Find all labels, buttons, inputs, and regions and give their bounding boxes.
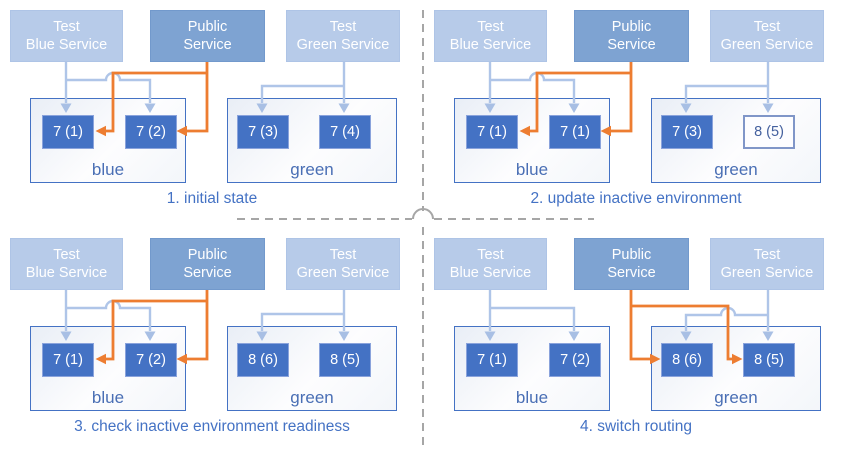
test-green-service-box: Test Green Service — [710, 238, 824, 290]
environment-label: blue — [515, 388, 549, 407]
pod-box: 7 (1) — [549, 115, 601, 149]
pod-box: 8 (5) — [319, 343, 371, 377]
pod-label: 7 (4) — [330, 124, 360, 140]
pod-label: 8 (5) — [754, 124, 784, 140]
public-service-box: Public Service — [150, 238, 265, 290]
panel-check-inactive-environment-readiness: Test Blue Service Public Service Test Gr… — [0, 228, 424, 456]
green-environment-box: 7 (3) 7 (4) green — [227, 98, 397, 183]
public-service-box: Public Service — [150, 10, 265, 62]
pod-box: 8 (6) — [237, 343, 289, 377]
test-blue-service-box: Test Blue Service — [10, 10, 123, 62]
public-route-line — [187, 290, 209, 361]
green-environment-box: 7 (3) 8 (5) green — [651, 98, 821, 183]
public-route-line — [187, 62, 209, 133]
pod-label: 7 (1) — [477, 124, 507, 140]
panel-caption: 4. switch routing — [580, 418, 692, 435]
pod-label: 7 (1) — [560, 124, 590, 140]
pod-box: 7 (1) — [466, 115, 518, 149]
blue-environment-box: 7 (1) 7 (2) blue — [454, 326, 610, 411]
pod-label: 8 (6) — [248, 352, 278, 368]
test-green-service-label: Test Green Service — [720, 19, 814, 53]
green-environment-box: 8 (6) 8 (5) green — [651, 326, 821, 411]
pod-box: 8 (5) — [743, 343, 795, 377]
pod-box: 7 (3) — [661, 115, 713, 149]
panel-caption: 3. check inactive environment readiness — [74, 418, 350, 435]
environment-label: green — [290, 388, 334, 407]
test-blue-service-label: Test Blue Service — [25, 247, 108, 281]
environment-label: green — [290, 160, 334, 179]
public-service-label: Public Service — [183, 247, 232, 281]
test-green-service-box: Test Green Service — [710, 10, 824, 62]
pod-label: 7 (2) — [560, 352, 590, 368]
pod-box: 8 (6) — [661, 343, 713, 377]
pod-label: 7 (1) — [477, 352, 507, 368]
green-environment-box: 8 (6) 8 (5) green — [227, 326, 397, 411]
test-blue-service-box: Test Blue Service — [434, 238, 547, 290]
environment-label: green — [714, 160, 758, 179]
public-service-label: Public Service — [183, 19, 232, 53]
environment-label: blue — [91, 160, 125, 179]
pod-label: 7 (2) — [136, 124, 166, 140]
test-green-service-box: Test Green Service — [286, 238, 400, 290]
public-route-line — [611, 62, 633, 133]
environment-label: green — [714, 388, 758, 407]
pod-box: 7 (2) — [125, 343, 177, 377]
blue-environment-box: 7 (1) 7 (2) blue — [30, 326, 186, 411]
pod-label: 7 (1) — [53, 352, 83, 368]
public-service-label: Public Service — [607, 19, 656, 53]
pod-label: 7 (1) — [53, 124, 83, 140]
pod-box: 7 (2) — [549, 343, 601, 377]
panel-caption: 2. update inactive environment — [530, 190, 742, 207]
pod-label: 8 (5) — [330, 352, 360, 368]
pod-label: 8 (5) — [754, 352, 784, 368]
test-green-service-label: Test Green Service — [720, 247, 814, 281]
panel-initial-state: Test Blue Service Public Service Test Gr… — [0, 0, 424, 228]
pod-box: 7 (4) — [319, 115, 371, 149]
test-blue-service-box: Test Blue Service — [10, 238, 123, 290]
environment-label: blue — [91, 388, 125, 407]
blue-environment-box: 7 (1) 7 (1) blue — [454, 98, 610, 183]
test-green-service-box: Test Green Service — [286, 10, 400, 62]
panel-switch-routing: Test Blue Service Public Service Test Gr… — [424, 228, 848, 456]
panel-update-inactive-environment: Test Blue Service Public Service Test Gr… — [424, 0, 848, 228]
pod-label: 7 (3) — [672, 124, 702, 140]
test-blue-service-label: Test Blue Service — [449, 19, 532, 53]
pod-box-updating: 8 (5) — [743, 115, 795, 149]
test-blue-service-label: Test Blue Service — [25, 19, 108, 53]
public-service-label: Public Service — [607, 247, 656, 281]
public-service-box: Public Service — [574, 238, 689, 290]
public-service-box: Public Service — [574, 10, 689, 62]
pod-label: 7 (3) — [248, 124, 278, 140]
public-route-line — [629, 290, 650, 361]
panel-caption: 1. initial state — [166, 190, 258, 207]
pod-box: 7 (1) — [42, 343, 94, 377]
test-green-service-label: Test Green Service — [296, 19, 390, 53]
pod-box: 7 (2) — [125, 115, 177, 149]
pod-box: 7 (1) — [466, 343, 518, 377]
environment-label: blue — [515, 160, 549, 179]
pod-label: 7 (2) — [136, 352, 166, 368]
test-blue-service-box: Test Blue Service — [434, 10, 547, 62]
blue-environment-box: 7 (1) 7 (2) blue — [30, 98, 186, 183]
test-green-service-label: Test Green Service — [296, 247, 390, 281]
test-blue-service-label: Test Blue Service — [449, 247, 532, 281]
pod-box: 7 (3) — [237, 115, 289, 149]
pod-box: 7 (1) — [42, 115, 94, 149]
pod-label: 8 (6) — [672, 352, 702, 368]
